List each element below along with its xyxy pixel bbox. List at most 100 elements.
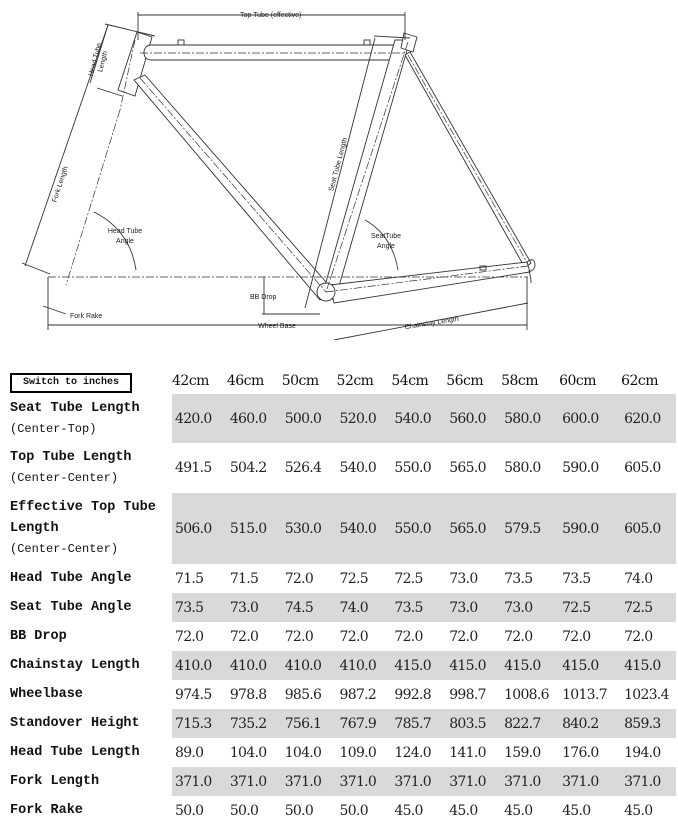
cell-value: 104.0 [229, 744, 267, 761]
size-header-52cm: 52cm [336, 373, 374, 389]
row-label-sub: (Center-Center) [10, 471, 119, 485]
label-seat-tube-angle-1: SeatTube [371, 233, 401, 240]
label-chainstay-length: Chainstay Length [404, 316, 459, 331]
cell-value: 560.0 [446, 394, 502, 443]
cell-value: 515.0 [226, 493, 282, 564]
row-label-sub: (Center-Center) [10, 542, 119, 556]
cell-value: 371.0 [281, 767, 337, 796]
label-wheel-base: Wheel Base [258, 323, 296, 330]
cell-value: 50.0 [284, 802, 314, 819]
label-seat-tube-length: Seat Tube Length [328, 137, 349, 192]
cell-value: 141.0 [449, 744, 486, 761]
cell-value: 410.0 [281, 651, 337, 680]
cell-value: 50.0 [339, 802, 369, 819]
switch-to-inches-button[interactable]: Switch to inches [10, 373, 132, 393]
cell-value: 530.0 [281, 493, 337, 564]
cell-value: 72.5 [621, 593, 676, 622]
cell-value: 73.5 [172, 593, 227, 622]
row-label: Standover Height [0, 709, 172, 738]
row-label-text: BB Drop [10, 629, 67, 644]
cell-value: 590.0 [559, 493, 622, 564]
cell-value: 410.0 [172, 651, 227, 680]
table-row: Top Tube Length(Center-Center)491.5 504.2… [0, 443, 676, 493]
cell-value: 540.0 [339, 460, 377, 476]
row-label-text: Seat Tube Angle [10, 600, 132, 615]
cell-value: 109.0 [339, 744, 377, 761]
cell-value: 72.0 [562, 628, 591, 645]
cell-value: 504.2 [229, 460, 267, 476]
dropout [526, 259, 536, 284]
cell-value: 767.9 [336, 709, 392, 738]
cell-value: 822.7 [501, 709, 560, 738]
cell-value: 1023.4 [624, 686, 669, 703]
size-header-58cm: 58cm [501, 373, 538, 389]
cell-value: 50.0 [175, 802, 204, 819]
cell-value: 526.4 [284, 460, 322, 476]
cell-value: 540.0 [336, 493, 392, 564]
cell-value: 415.0 [621, 651, 676, 680]
cell-value: 371.0 [336, 767, 392, 796]
cell-value: 45.0 [624, 802, 653, 819]
row-label-text: Fork Length [10, 774, 100, 789]
cell-value: 74.0 [336, 593, 392, 622]
row-label: Head Tube Length [0, 738, 172, 767]
cell-value: 50.0 [229, 802, 259, 819]
row-label: Top Tube Length(Center-Center) [0, 443, 172, 493]
cell-value: 159.0 [504, 744, 541, 761]
row-label: Fork Rake [0, 796, 172, 825]
cell-value: 72.0 [504, 628, 533, 645]
cell-value: 978.8 [229, 686, 267, 703]
cell-value: 580.0 [504, 460, 541, 476]
label-fork-length: Fork Length [51, 166, 69, 204]
cell-value: 194.0 [624, 744, 661, 761]
cell-value: 859.3 [621, 709, 676, 738]
cell-value: 620.0 [621, 394, 676, 443]
cell-value: 579.5 [501, 493, 560, 564]
cell-value: 73.0 [446, 593, 502, 622]
cell-value: 992.8 [394, 686, 431, 703]
cell-value: 71.5 [175, 570, 204, 587]
row-label: Seat Tube Angle [0, 593, 172, 622]
cell-value: 72.0 [284, 570, 314, 587]
cell-value: 785.7 [391, 709, 447, 738]
cell-value: 987.2 [339, 686, 377, 703]
cell-value: 491.5 [175, 460, 212, 476]
cell-value: 45.0 [449, 802, 478, 819]
row-label-text: Head Tube Length [10, 745, 140, 760]
cell-value: 72.0 [394, 628, 423, 645]
cell-value: 72.0 [449, 628, 478, 645]
row-label-text: Effective Top Tube Length [10, 500, 156, 536]
cell-value: 371.0 [621, 767, 676, 796]
cell-value: 803.5 [446, 709, 502, 738]
cell-value: 506.0 [172, 493, 227, 564]
row-label: Chainstay Length [0, 651, 172, 680]
row-label: Seat Tube Length (Center-Top) [0, 394, 172, 443]
size-header-60cm: 60cm [559, 373, 596, 389]
row-label-text: Fork Rake [10, 803, 83, 818]
cell-value: 540.0 [391, 394, 447, 443]
cell-value: 520.0 [336, 394, 392, 443]
cell-value: 410.0 [336, 651, 392, 680]
row-label-text: Head Tube Angle [10, 571, 132, 586]
cell-value: 460.0 [226, 394, 282, 443]
row-label: Wheelbase [0, 680, 172, 709]
cell-value: 72.0 [229, 628, 259, 645]
cell-value: 550.0 [391, 493, 447, 564]
row-label-text: Seat Tube Length [10, 400, 140, 416]
cell-value: 72.5 [559, 593, 622, 622]
table-row: Effective Top Tube Length (Center-Center)… [0, 493, 676, 564]
cell-value: 73.5 [391, 593, 447, 622]
cell-value: 73.0 [226, 593, 282, 622]
cell-value: 124.0 [394, 744, 431, 761]
row-label-sub: (Center-Top) [10, 421, 97, 436]
cell-value: 415.0 [446, 651, 502, 680]
cell-value: 985.6 [284, 686, 322, 703]
cell-value: 72.0 [175, 628, 204, 645]
